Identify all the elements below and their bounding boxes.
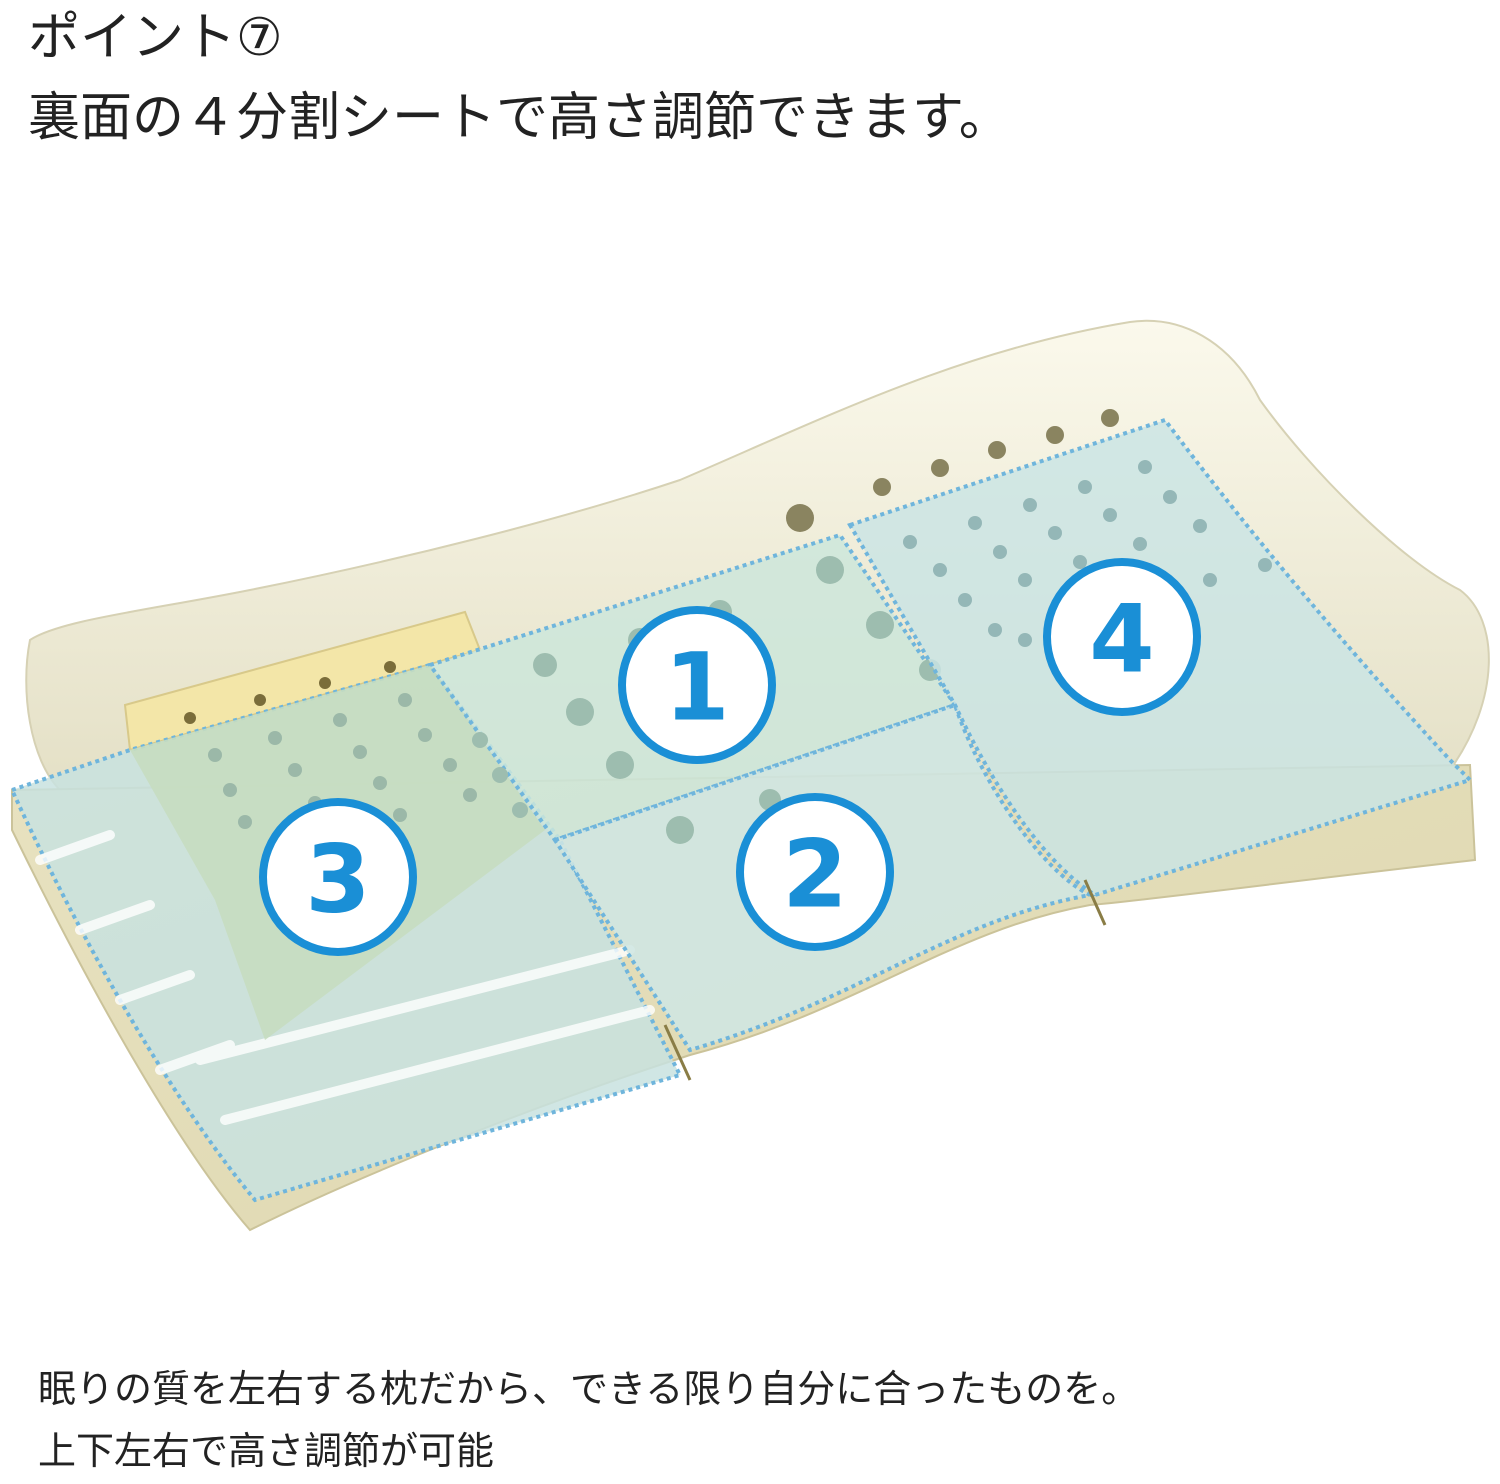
back-hole-row (786, 409, 1119, 532)
badge-section-2-number: 2 (782, 821, 847, 930)
footer-line-2: 上下左右で高さ調節が可能 (38, 1429, 495, 1473)
badge-section-1-number: 1 (664, 634, 729, 743)
point-title: ポイント⑦ (28, 8, 283, 68)
insert-holes (184, 661, 396, 724)
badge-section-3-number: 3 (305, 826, 370, 935)
badge-section-4: 4 (1043, 558, 1201, 716)
footer-line-1: 眠りの質を左右する枕だから、できる限り自分に合ったものを。 (38, 1367, 1140, 1411)
base-seams (663, 879, 1107, 1081)
section-4-holes (903, 460, 1272, 647)
badge-section-4-number: 4 (1089, 586, 1154, 695)
badge-section-2: 2 (736, 793, 894, 951)
pillow-illustration: 1 2 3 4 (9, 319, 1490, 1232)
section-3-holes (208, 693, 477, 829)
badge-section-1: 1 (618, 606, 776, 764)
section-3-ridges (35, 830, 655, 1125)
badge-section-3: 3 (259, 798, 417, 956)
point-subtitle: 裏面の４分割シートで高さ調節できます。 (28, 88, 1011, 148)
